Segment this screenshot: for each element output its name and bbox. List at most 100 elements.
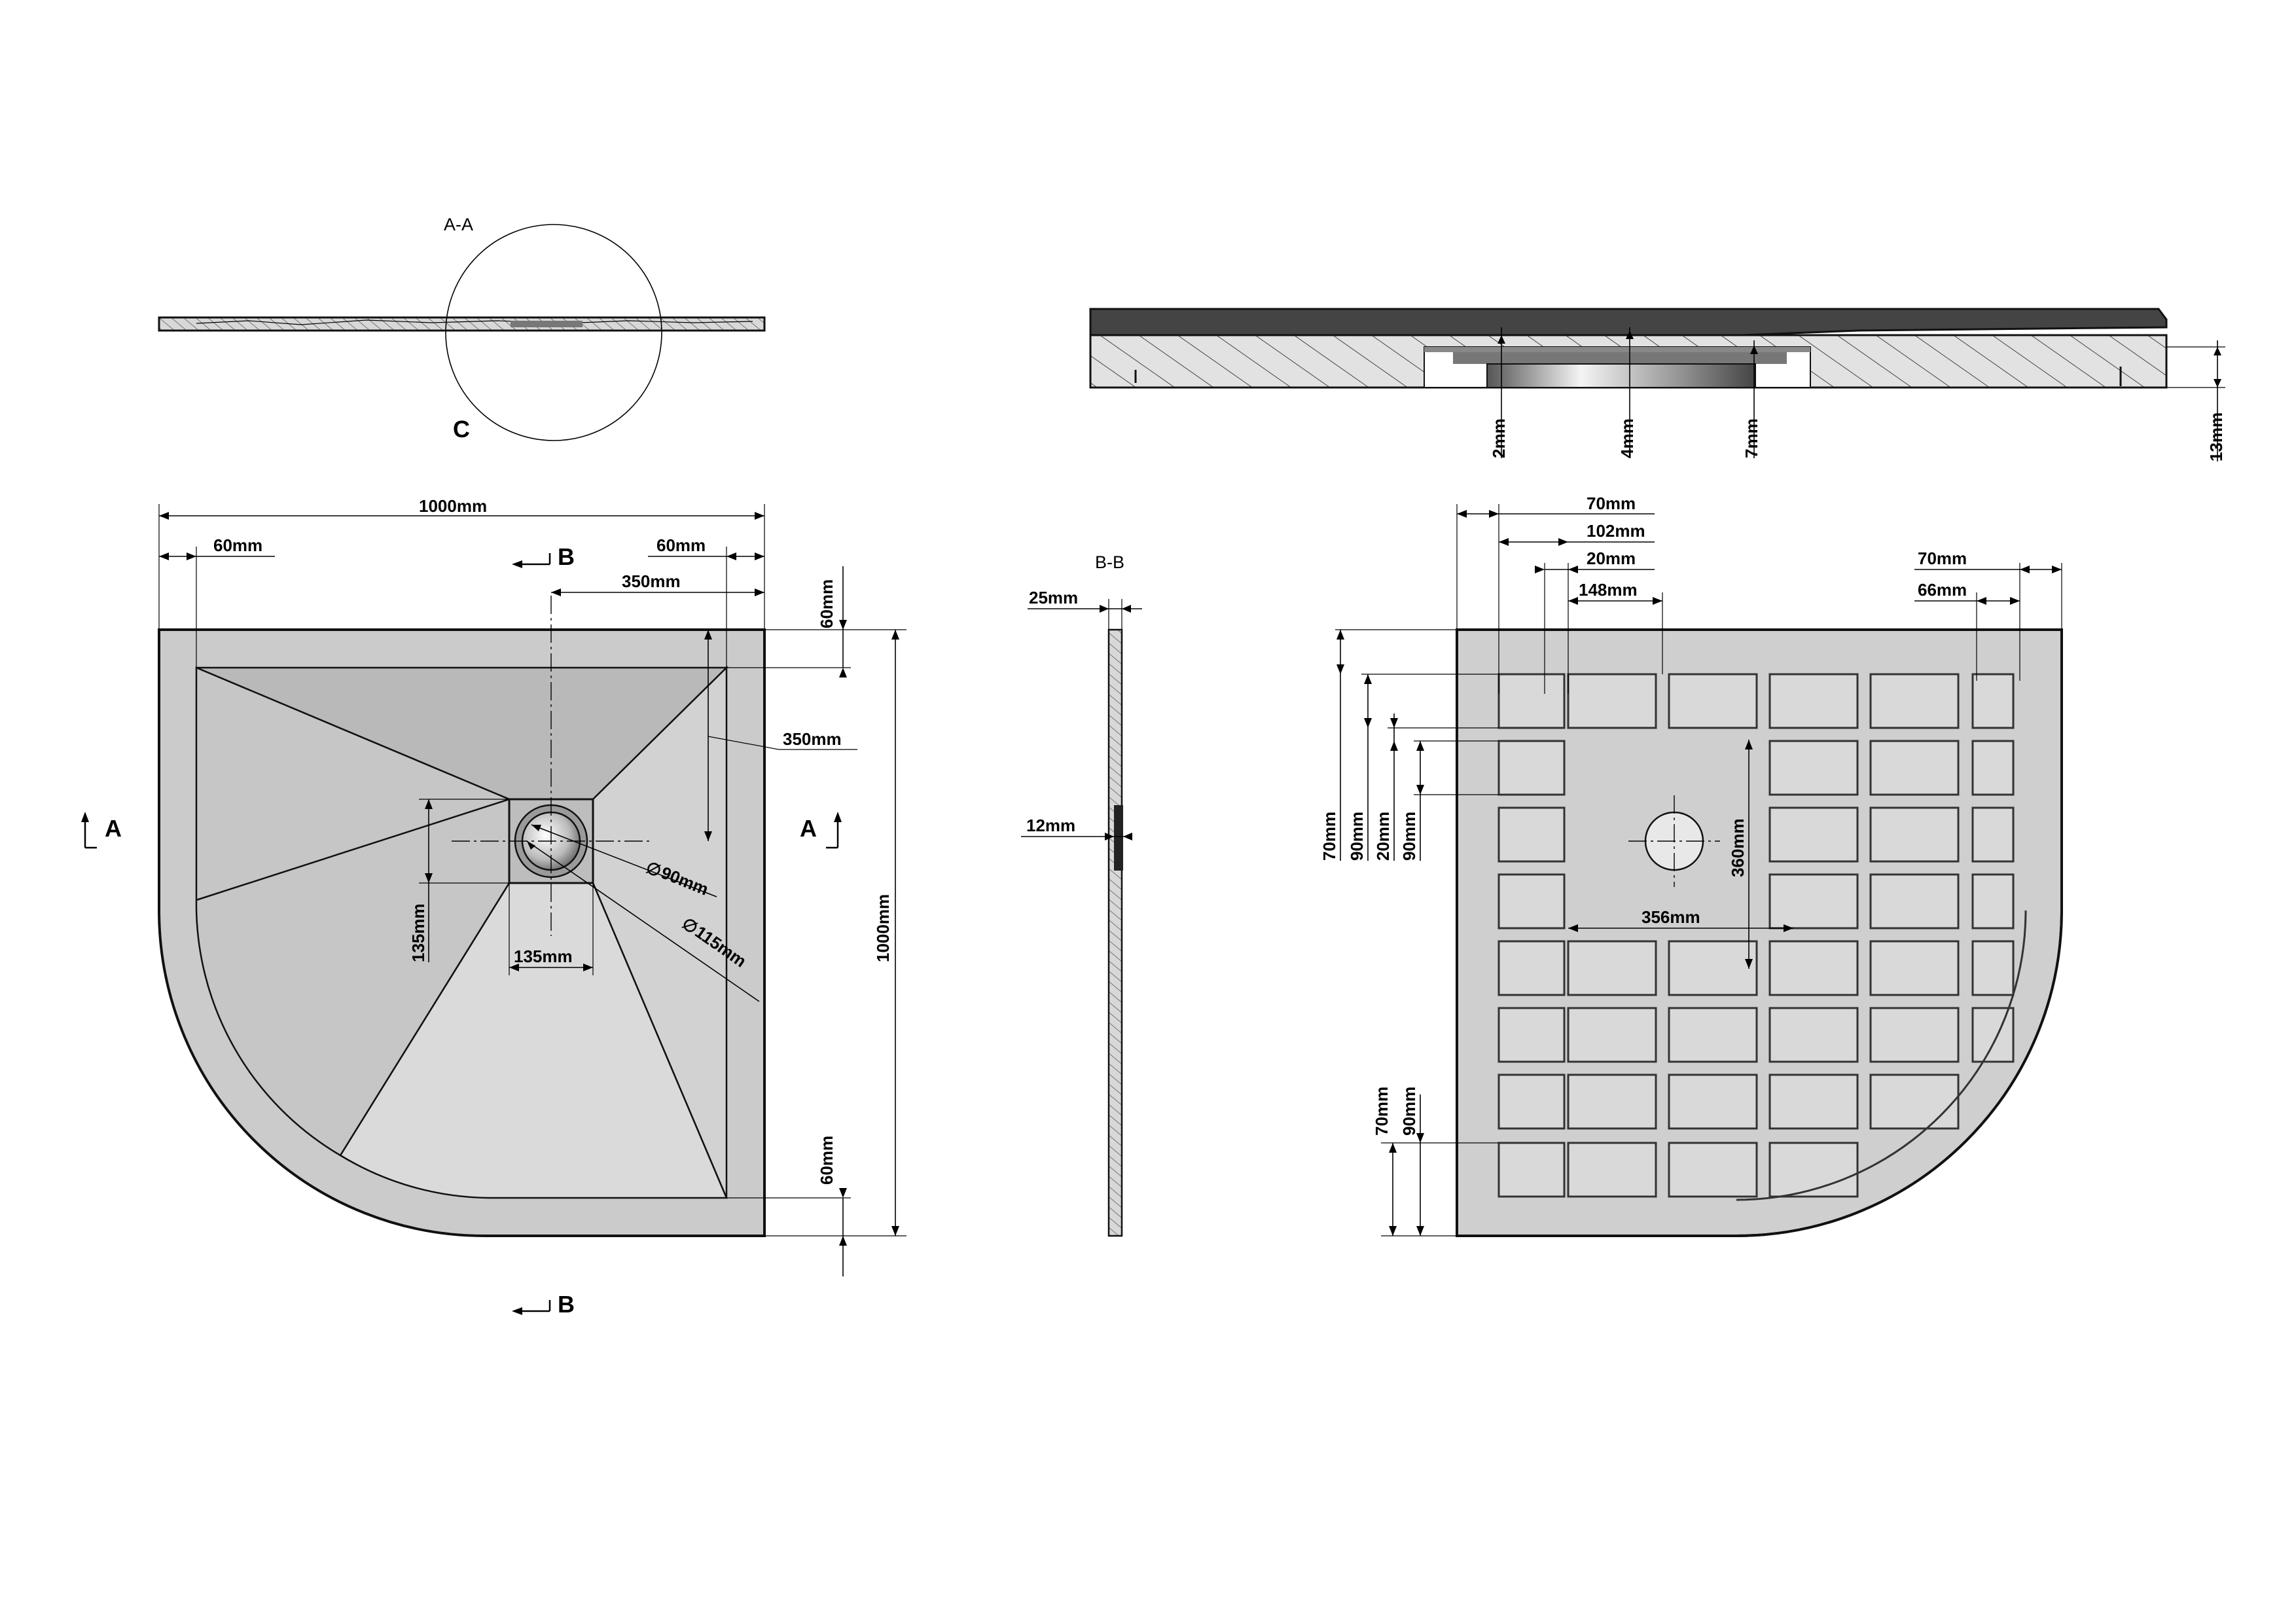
section-bb: B-B 25mm 12mm <box>1021 552 1142 1237</box>
section-aa: A-A C <box>158 215 766 442</box>
top-view-left-border: 60mm <box>213 535 262 555</box>
bottom-view-left-2: 90mm <box>1347 812 1367 861</box>
top-view: 1000mm 60mm 60mm 350mm 60mm 350mm <box>81 496 906 1318</box>
arc-clip <box>1736 911 2094 1236</box>
bottom-view: 70mm 102mm 20mm 148mm 70mm 66mm 70mm <box>1319 494 2094 1237</box>
section-aa-title: A-A <box>444 215 473 234</box>
bottom-view-center-v: 360mm <box>1728 818 1748 877</box>
detail-c-dim-2: 4mm <box>1617 418 1637 458</box>
grid-cell <box>1869 740 1960 796</box>
grid-cell <box>1668 1074 1758 1130</box>
grid-cell <box>1768 1074 1859 1130</box>
grid-cell <box>1668 1007 1758 1063</box>
bottom-view-top-1: 70mm <box>1587 494 1636 513</box>
top-view-top-border: 60mm <box>817 579 836 628</box>
section-arrow-icon <box>512 553 551 568</box>
grid-cell <box>1869 806 1960 863</box>
section-bb-drain <box>1114 805 1123 871</box>
grid-cell <box>1869 873 1960 929</box>
bottom-view-right-1: 70mm <box>1918 549 1967 568</box>
grid-cell <box>1971 873 2015 929</box>
grid-cell <box>1567 673 1657 729</box>
grid-cell <box>1768 1142 1859 1198</box>
bottom-view-top-3: 20mm <box>1587 549 1636 568</box>
marker-a-right: A <box>800 815 817 842</box>
detail-c-dim-4: 13mm <box>2206 412 2226 461</box>
section-arrow-icon <box>512 1300 551 1315</box>
grid-cell <box>1498 673 1566 729</box>
grid-cell <box>1498 1142 1566 1198</box>
bottom-view-bottom-2: 90mm <box>1399 1087 1419 1136</box>
top-view-bottom-border: 60mm <box>817 1136 836 1185</box>
basin-face-left <box>195 666 511 1157</box>
bottom-view-center-h: 356mm <box>1641 907 1700 927</box>
grid-cell <box>1498 873 1566 929</box>
grid-cell <box>1869 940 1960 996</box>
top-view-width: 1000mm <box>419 496 487 516</box>
grid-cell <box>1869 1074 1960 1130</box>
grid-cell <box>1498 1007 1566 1063</box>
detail-c-dim-1: 2mm <box>1489 418 1509 458</box>
grid-cell <box>1869 1007 1960 1063</box>
detail-c-dim-3: 7mm <box>1742 418 1761 458</box>
bottom-view-left-1: 70mm <box>1319 812 1339 861</box>
grid-cell <box>1971 940 2015 996</box>
marker-b-bottom: B <box>558 1291 575 1318</box>
section-aa-body <box>158 316 766 332</box>
grid-cell <box>1668 1142 1758 1198</box>
support-grid <box>1498 673 2094 1237</box>
grid-cell <box>1768 873 1859 929</box>
grid-cell <box>1971 1007 2015 1063</box>
section-arrow-icon <box>81 812 97 849</box>
bottom-view-top-2: 102mm <box>1587 521 1645 541</box>
section-bb-title: B-B <box>1095 552 1124 572</box>
outer-arc <box>1736 910 2063 1237</box>
top-view-drain-box-w: 135mm <box>514 947 573 966</box>
bottom-view-right-2: 66mm <box>1918 580 1967 600</box>
grid-cell <box>1768 1007 1859 1063</box>
grid-cell <box>1971 740 2015 796</box>
section-bb-drain-depth: 12mm <box>1026 816 1075 835</box>
detail-c-top-layer <box>1089 308 2168 336</box>
top-view-drain-offset-x: 350mm <box>622 571 681 591</box>
grid-cell <box>1768 806 1859 863</box>
grid-cell <box>1567 940 1657 996</box>
grid-cell <box>1768 940 1859 996</box>
detail-c-drain-body <box>1486 363 1756 388</box>
detail-c-view: 2mm 4mm 7mm 13mm <box>1089 308 2226 461</box>
grid-cell <box>1971 806 2015 863</box>
grid-cell <box>1567 1074 1657 1130</box>
grid-cell <box>1567 1142 1657 1198</box>
top-view-drain-box-h: 135mm <box>408 903 428 962</box>
inner-arc <box>1736 910 2027 1201</box>
bottom-view-left-3: 20mm <box>1373 812 1393 861</box>
grid-cell <box>1567 1007 1657 1063</box>
basin-face-bottom <box>339 882 728 1199</box>
section-bb-body <box>1107 628 1123 1237</box>
grid-cell <box>1498 940 1566 996</box>
section-arrow-icon <box>826 812 842 849</box>
grid-cell <box>1498 740 1566 796</box>
bottom-view-top-4: 148mm <box>1579 580 1638 600</box>
detail-c-label: C <box>453 416 470 442</box>
grid-cell <box>1668 940 1758 996</box>
grid-cell <box>1971 673 2015 729</box>
grid-cell <box>1768 740 1859 796</box>
top-view-height: 1000mm <box>873 894 893 962</box>
bottom-view-left-4: 90mm <box>1399 812 1419 861</box>
detail-c-flange-top <box>1424 347 1810 352</box>
detail-c-circle <box>445 224 662 441</box>
top-view-right-border: 60mm <box>656 535 706 555</box>
grid-cell <box>1498 1074 1566 1130</box>
detail-c-flange <box>1453 352 1787 364</box>
top-view-drain-offset-y: 350mm <box>783 729 842 749</box>
bottom-view-bottom-1: 70mm <box>1372 1087 1391 1136</box>
section-aa-drain <box>511 321 583 327</box>
grid-cell <box>1869 673 1960 729</box>
marker-a-left: A <box>105 815 122 842</box>
grid-cell <box>1768 673 1859 729</box>
grid-cell <box>1498 806 1566 863</box>
section-bb-thickness: 25mm <box>1029 588 1078 607</box>
grid-cell <box>1668 673 1758 729</box>
